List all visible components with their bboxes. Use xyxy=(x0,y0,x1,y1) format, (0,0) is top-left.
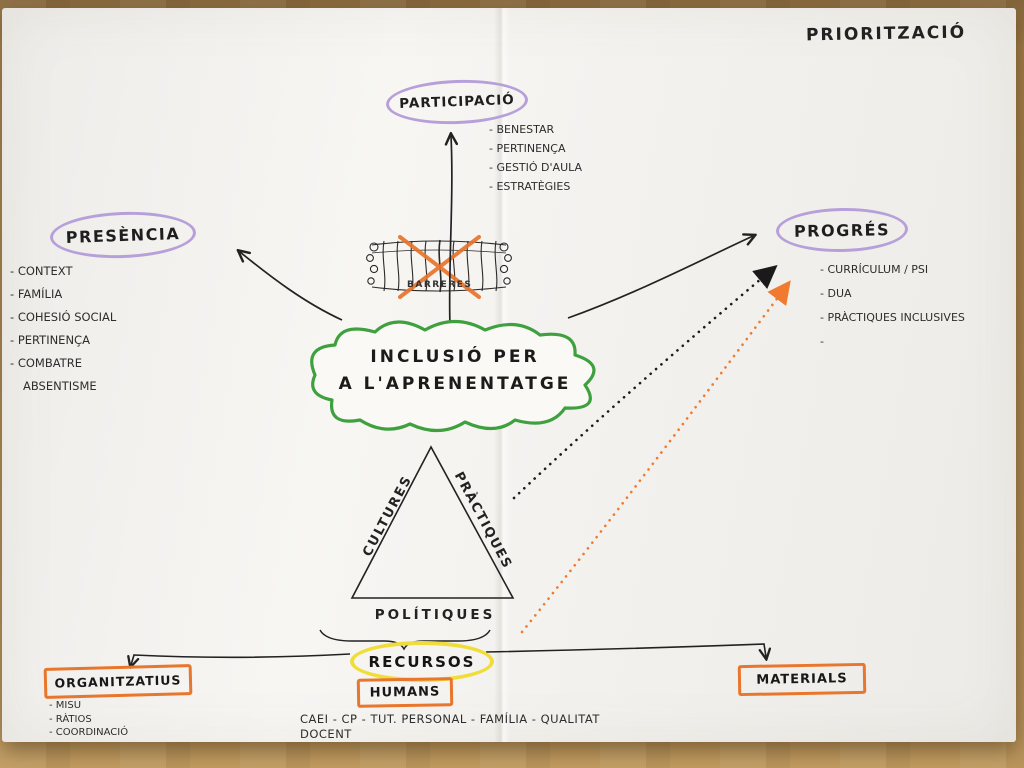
list-item: RÀTIOS xyxy=(47,713,167,727)
barriers-label: BARRERES xyxy=(407,280,473,290)
node-recursos: RECURSOS xyxy=(350,641,494,682)
list-item: COHESIÓ SOCIAL xyxy=(8,306,133,329)
organitzatius-list: MISU RÀTIOS COORDINACIÓ xyxy=(47,699,167,740)
node-presencia-label: PRESÈNCIA xyxy=(65,223,181,247)
node-organitzatius: ORGANITZATIUS xyxy=(43,664,193,699)
presencia-list: CONTEXT FAMÍLIA COHESIÓ SOCIAL PERTINENÇ… xyxy=(8,260,133,398)
list-item: PRÀCTIQUES INCLUSIVES xyxy=(818,306,998,330)
list-item: PERTINENÇA xyxy=(8,329,133,352)
list-item: MISU xyxy=(47,699,167,713)
list-item: COMBATRE ABSENTISME xyxy=(8,352,133,398)
node-participacio-label: PARTICIPACIÓ xyxy=(398,91,516,113)
list-item: FAMÍLIA xyxy=(8,283,133,306)
list-item: CURRÍCULUM / PSI xyxy=(818,258,998,282)
triangle-label-politiques: POLÍTIQUES xyxy=(374,607,496,623)
central-node-label: INCLUSIÓ PER A L'APRENENTATGE xyxy=(328,344,582,398)
node-progres-label: PROGRÉS xyxy=(793,219,891,241)
list-item: CONTEXT xyxy=(8,260,133,283)
list-item: BENESTAR xyxy=(487,120,617,139)
central-node-line1: INCLUSIÓ PER xyxy=(370,347,540,367)
humans-roles-text: CAEI - CP - TUT. PERSONAL - FAMÍLIA - QU… xyxy=(300,712,600,741)
list-item: COORDINACIÓ xyxy=(47,726,167,740)
participacio-list: BENESTAR PERTINENÇA GESTIÓ D'AULA ESTRAT… xyxy=(487,120,617,196)
list-item xyxy=(818,330,998,354)
node-organitzatius-label: ORGANITZATIUS xyxy=(54,672,182,691)
node-humans-label: HUMANS xyxy=(369,684,441,701)
list-item: GESTIÓ D'AULA xyxy=(487,158,617,177)
page-title: PRIORITZACIÓ xyxy=(805,22,967,46)
node-materials-label: MATERIALS xyxy=(756,671,848,688)
list-item: ESTRATÈGIES xyxy=(487,177,617,196)
central-node-line2: A L'APRENENTATGE xyxy=(338,374,572,394)
node-humans: HUMANS xyxy=(356,677,454,708)
list-item: DUA xyxy=(818,282,998,306)
list-item: PERTINENÇA xyxy=(487,139,617,158)
progres-list: CURRÍCULUM / PSI DUA PRÀCTIQUES INCLUSIV… xyxy=(818,258,998,354)
node-recursos-label: RECURSOS xyxy=(368,652,476,671)
node-materials: MATERIALS xyxy=(737,662,867,697)
